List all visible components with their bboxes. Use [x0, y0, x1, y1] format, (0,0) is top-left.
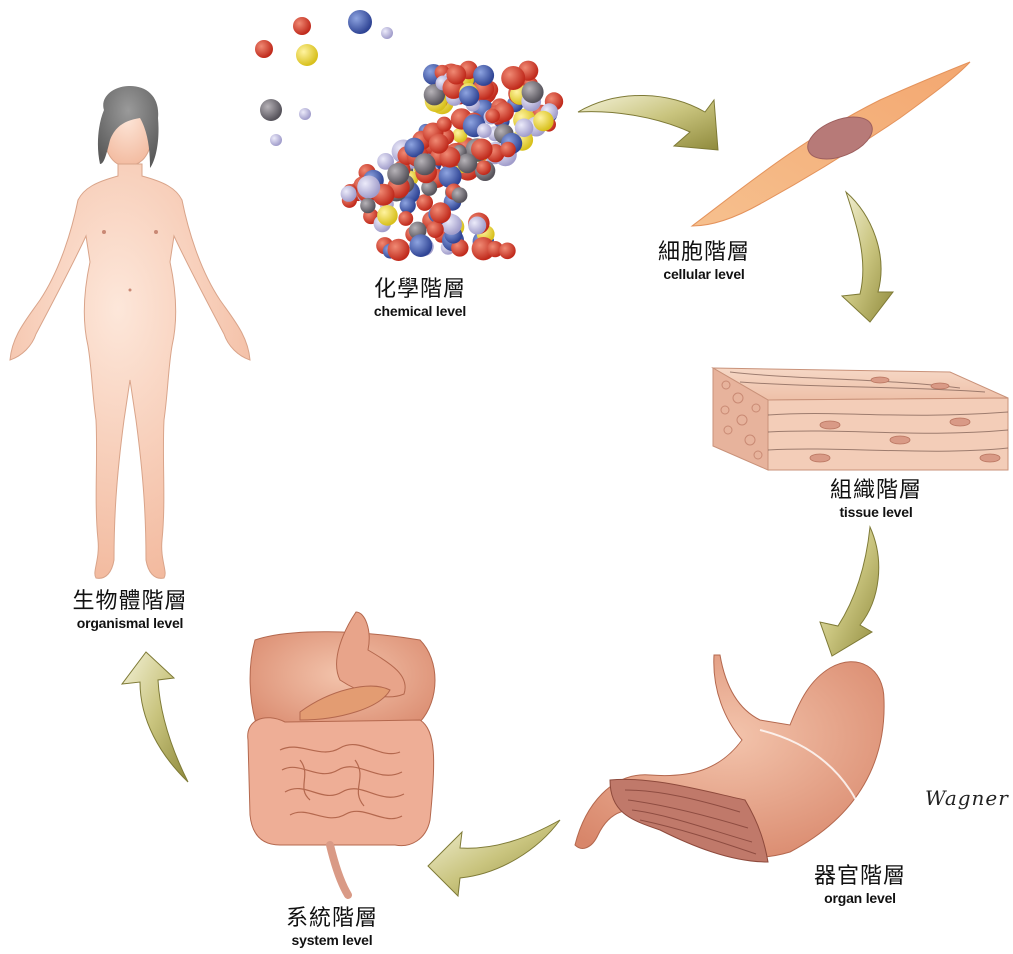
arrow-system-to-organismal — [122, 652, 188, 782]
cellular-level-label: 細胞階層 cellular level — [634, 240, 774, 282]
tissue-illustration — [713, 368, 1008, 470]
organ-level-label: 器官階層 organ level — [790, 864, 930, 906]
chemical-level-label-en: chemical level — [350, 303, 490, 319]
organ-level-label-en: organ level — [790, 890, 930, 906]
cellular-level-label-en: cellular level — [634, 266, 774, 282]
arrow-organ-to-system — [428, 820, 560, 896]
artist-signature: Wagner — [925, 786, 1009, 810]
arrow-chemical-to-cellular — [578, 95, 718, 150]
tissue-level-label: 組織階層 tissue level — [806, 478, 946, 520]
digestive-system-illustration — [248, 612, 435, 895]
tissue-level-label-zh: 組織階層 — [806, 478, 946, 504]
arrow-tissue-to-organ — [820, 527, 879, 656]
arrow-cellular-to-tissue — [842, 192, 893, 322]
organ-level-label-zh: 器官階層 — [790, 864, 930, 890]
organismal-level-label-en: organismal level — [50, 615, 210, 631]
cell-illustration — [692, 62, 970, 226]
system-level-label-zh: 系統階層 — [262, 906, 402, 932]
chemical-level-label: 化學階層 chemical level — [350, 277, 490, 319]
cellular-level-label-zh: 細胞階層 — [634, 240, 774, 266]
organismal-level-label-zh: 生物體階層 — [50, 589, 210, 615]
system-level-label-en: system level — [262, 932, 402, 948]
tissue-level-label-en: tissue level — [806, 504, 946, 520]
stomach-illustration — [575, 655, 884, 862]
chemical-level-label-zh: 化學階層 — [350, 277, 490, 303]
human-figure-illustration — [10, 86, 250, 578]
loose-atoms-illustration — [255, 10, 393, 146]
organismal-level-label: 生物體階層 organismal level — [50, 589, 210, 631]
dna-molecule-illustration — [341, 61, 564, 261]
system-level-label: 系統階層 system level — [262, 906, 402, 948]
